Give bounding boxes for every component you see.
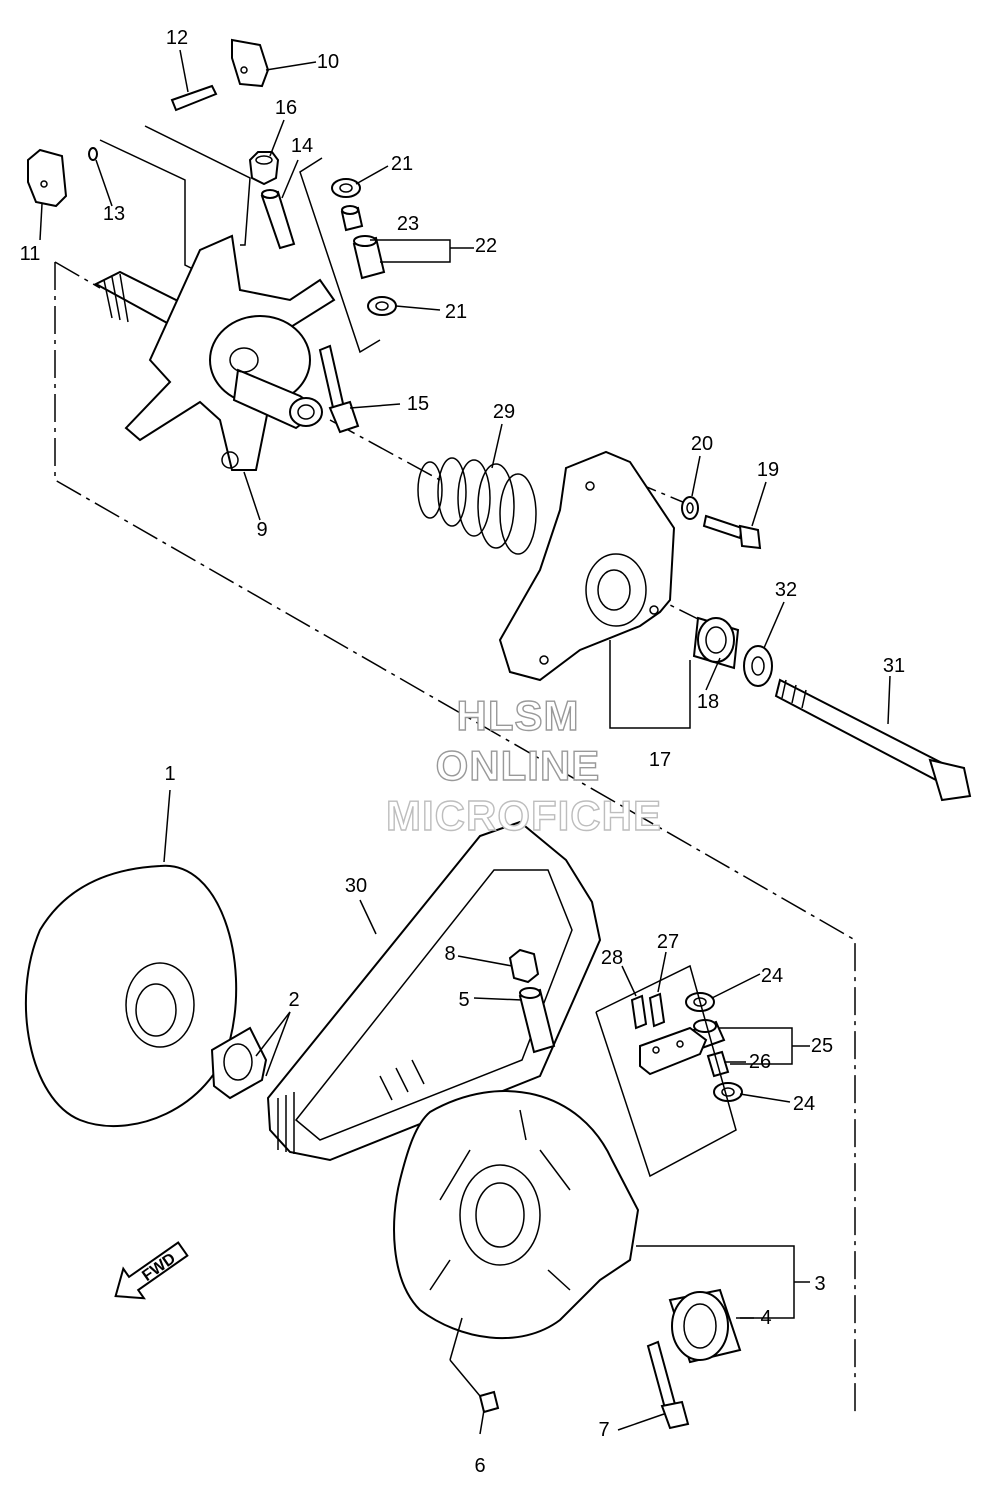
callout-23: 23 [397,213,419,235]
part-12-pin[interactable] [170,84,218,112]
callout-7: 7 [598,1419,609,1441]
part-21-washer-top[interactable] [331,178,361,198]
part-2-collars[interactable] [210,1026,268,1100]
callout-25: 25 [811,1035,833,1057]
part-24-washer-bottom[interactable] [713,1082,743,1102]
callout-28: 28 [601,947,623,969]
part-8-collar[interactable] [508,948,540,984]
callout-9: 9 [256,519,267,541]
part-30-belt[interactable] [266,820,602,1162]
callout-2: 2 [288,989,299,1011]
callout-12: 12 [166,27,188,49]
callout-brackets [370,239,810,1319]
callout-10: 10 [317,51,339,73]
part-20-washer[interactable] [681,496,699,520]
callout-27: 27 [657,931,679,953]
callout-30: 30 [345,875,367,897]
bracket-21-23 [299,157,381,354]
part-19-bolt[interactable] [702,514,762,550]
callout-18: 18 [697,691,719,713]
leader-lines [39,49,891,1435]
part-11-weight[interactable] [27,148,68,208]
part-9-spider-hub[interactable] [93,234,336,471]
callout-21-bottom: 21 [445,301,467,323]
watermark: HLSM ONLINE MICROFICHE [385,691,662,839]
part-1-sheave-disc[interactable] [24,864,238,1128]
callout-32: 32 [775,579,797,601]
callout-21-top: 21 [391,153,413,175]
bracket-24-28 [595,964,737,1178]
callout-17: 17 [649,749,671,771]
bracket-lines-upper [99,125,251,271]
callout-14: 14 [291,135,313,157]
part-10-weight[interactable] [231,38,270,88]
callout-16: 16 [275,97,297,119]
part-13-clip[interactable] [88,147,98,161]
fwd-direction-arrow: FWD [114,1241,189,1300]
callout-4: 4 [760,1307,771,1329]
callout-29: 29 [493,401,515,423]
callout-8: 8 [444,943,455,965]
callout-20: 20 [691,433,713,455]
watermark-line-1: HLSM [457,692,580,739]
part-29-spring[interactable] [417,457,537,555]
callout-26: 26 [749,1051,771,1073]
callout-24-bottom: 24 [793,1093,815,1115]
part-31-long-bolt[interactable] [774,678,972,802]
watermark-line-2: ONLINE [436,742,601,789]
bracket-17-18 [609,640,691,729]
part-23-collar[interactable] [340,205,364,232]
part-32-washer[interactable] [743,645,773,687]
part-21-washer-bottom[interactable] [367,296,397,316]
part-16-collar[interactable] [248,151,280,186]
callout-31: 31 [883,655,905,677]
part-14-sleeve[interactable] [260,189,296,250]
part-6-pin[interactable] [478,1390,500,1414]
part-4-ring[interactable] [668,1288,742,1364]
watermark-line-3: MICROFICHE [386,792,662,839]
part-5-sleeve[interactable] [518,987,556,1054]
part-15-bolt[interactable] [318,344,360,434]
callout-15: 15 [407,393,429,415]
callout-13: 13 [103,203,125,225]
part-17-cover[interactable] [498,450,676,682]
callout-24-top: 24 [761,965,783,987]
callout-1: 1 [164,763,175,785]
callout-5: 5 [458,989,469,1011]
part-18-bushing[interactable] [692,616,740,670]
callout-6: 6 [474,1455,485,1477]
part-22-bushing[interactable] [352,235,386,280]
part-7-bolt[interactable] [646,1340,690,1430]
part-27-28-shoe-and-screws[interactable] [630,992,708,1076]
callout-3: 3 [814,1273,825,1295]
callout-19: 19 [757,459,779,481]
callout-22: 22 [475,235,497,257]
part-3-secondary-sheave[interactable] [393,1090,640,1340]
callout-11: 11 [20,243,41,265]
callout-labels: 12 10 16 14 21 13 23 22 11 21 15 29 20 1… [20,27,906,1477]
